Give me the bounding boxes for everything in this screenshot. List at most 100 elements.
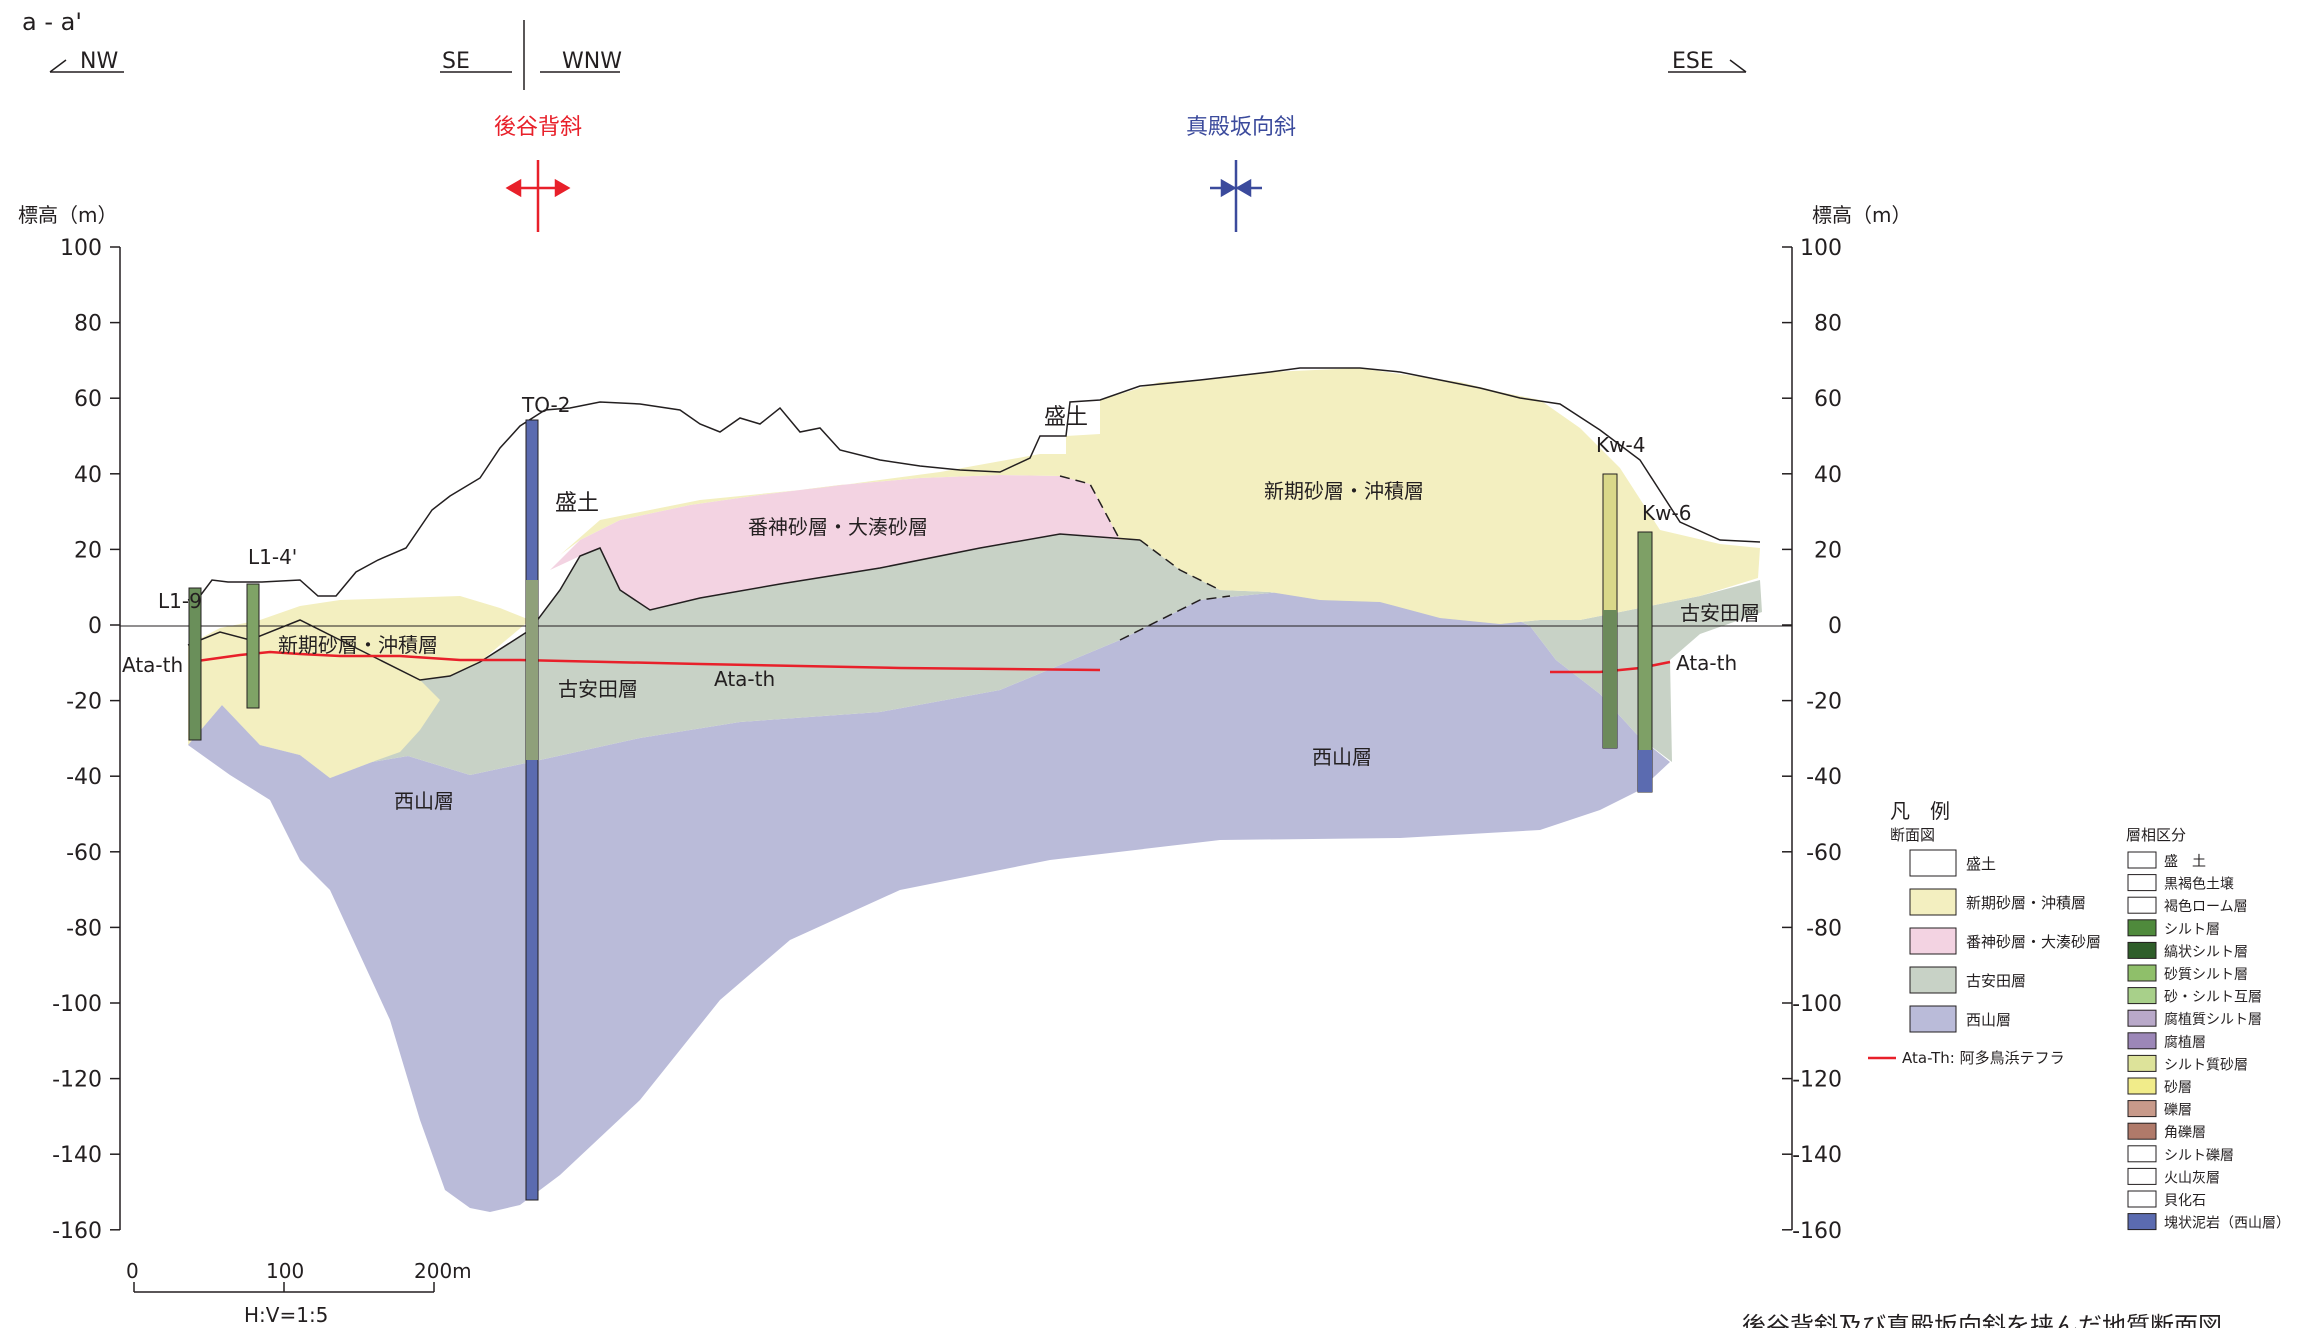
left-tick-label: 20	[74, 538, 102, 563]
facies-swatch	[2127, 1054, 2157, 1072]
facies-label: 塊状泥岩（西山層）	[2164, 1216, 2290, 1232]
facies-swatch	[2127, 919, 2157, 937]
facies-swatch	[2127, 941, 2157, 959]
legend-tephra-label: Ata-Th: 阿多鳥浜テフラ	[1902, 1049, 2065, 1067]
left-tick-label: -40	[66, 765, 102, 790]
facies-label: 砂質シルト層	[2164, 967, 2248, 983]
left-tick-label: -140	[52, 1143, 102, 1168]
anticline-label: 後谷背斜	[494, 115, 582, 140]
left-tick-label: -160	[52, 1219, 102, 1244]
legend-item-label: 盛土	[1966, 855, 1996, 873]
scale-bar	[133, 1282, 435, 1293]
facies-swatch	[2127, 874, 2157, 892]
direction-ese: ESE	[1672, 49, 1714, 74]
facies-label: 黒褐色土壌	[2164, 876, 2234, 893]
label-banjin: 番神砂層・大湊砂層	[748, 515, 928, 539]
right-tick-label: -80	[1806, 916, 1842, 941]
figure-caption: 後谷背斜及び真殿坂向斜を挟んだ地質断面図	[1742, 1312, 2222, 1328]
direction-markers	[49, 20, 1747, 90]
right-tick-label: 80	[1814, 312, 1842, 337]
facies-swatch	[2127, 896, 2157, 914]
label-fill-a: 盛土	[555, 491, 599, 516]
left-tick-label: -120	[52, 1068, 102, 1093]
facies-swatch	[2127, 1122, 2157, 1140]
legend-item-label: 古安田層	[1966, 972, 2026, 990]
legend-swatch	[1909, 966, 1957, 994]
facies-label: 礫層	[2164, 1103, 2192, 1119]
facies-swatch	[2127, 1009, 2157, 1027]
left-tick-label: -80	[66, 916, 102, 941]
right-tick-label: -60	[1806, 841, 1842, 866]
ata-th-tephra-line	[189, 650, 1101, 672]
banjin-sand	[550, 475, 1120, 610]
label-nishiyama-right: 西山層	[1312, 745, 1372, 769]
right-tick-label: -20	[1806, 690, 1842, 715]
facies-swatch	[2127, 1213, 2157, 1231]
legend-item-label: 新期砂層・沖積層	[1966, 894, 2086, 912]
scale-tick-200: 200m	[414, 1259, 472, 1283]
right-tick-label: 100	[1800, 236, 1842, 261]
label-l14: L1-4'	[248, 545, 297, 569]
label-ata-left: Ata-th	[122, 653, 183, 677]
label-kw4: Kw-4	[1596, 433, 1645, 457]
koyasuda-top-dashed	[1139, 539, 1221, 591]
label-nishiyama-left: 西山層	[394, 789, 454, 813]
right-tick-label: 0	[1828, 614, 1842, 639]
facies-swatch	[2127, 1190, 2157, 1208]
geology-layers	[188, 368, 1762, 1212]
left-tick-label: 100	[60, 236, 102, 261]
ata-th-tephra-line-right	[1550, 660, 1671, 674]
direction-wnw: WNW	[562, 49, 622, 74]
left-tick-label: 0	[88, 614, 102, 639]
facies-swatch	[2127, 987, 2157, 1005]
label-shinki-right: 新期砂層・沖積層	[1264, 479, 1424, 503]
legend-swatch	[1909, 888, 1957, 916]
scale-tick-0: 0	[126, 1259, 139, 1283]
right-tick-label: -40	[1806, 765, 1842, 790]
right-tick-label: -100	[1792, 992, 1842, 1017]
left-tick-label: 80	[74, 312, 102, 337]
facies-label: 盛 土	[2164, 854, 2206, 870]
section-label: a - a'	[22, 8, 82, 36]
legend-item-label: 番神砂層・大湊砂層	[1966, 933, 2101, 951]
label-koyasuda-right: 古安田層	[1680, 601, 1760, 625]
right-tick-label: 40	[1814, 463, 1842, 488]
facies-label: 砂層	[2164, 1080, 2192, 1096]
syncline-label: 真殿坂向斜	[1186, 115, 1296, 140]
direction-se: SE	[442, 49, 470, 74]
label-koyasuda-center: 古安田層	[558, 677, 638, 701]
borehole-kw4-lower	[1603, 610, 1617, 748]
facies-label: 火山灰層	[2164, 1170, 2220, 1186]
nishiyama-formation	[188, 590, 1670, 1212]
facies-label: 腐植層	[2164, 1034, 2206, 1051]
facies-label: 腐植質シルト層	[2164, 1011, 2262, 1028]
right-tick-label: 20	[1814, 538, 1842, 563]
label-kw6: Kw-6	[1642, 501, 1691, 525]
left-axis-unit: 標高（m）	[18, 203, 117, 227]
legend-swatch	[1909, 927, 1957, 955]
facies-swatch	[2127, 851, 2157, 869]
legend-swatch	[1909, 1005, 1957, 1033]
label-ata-right: Ata-th	[1676, 651, 1737, 675]
legend-facies-title: 層相区分	[2126, 826, 2186, 844]
syncline-symbol-icon	[1210, 160, 1262, 232]
label-to2: TO-2	[521, 393, 570, 417]
label-ata-center: Ata-th	[714, 667, 775, 691]
borehole-to2-upper	[526, 580, 538, 760]
label-l19: L1-9	[158, 589, 202, 613]
koyasuda-top-line	[187, 533, 1141, 681]
anticline-symbol-icon	[505, 160, 571, 232]
facies-label: 砂・シルト互層	[2164, 990, 2262, 1006]
right-axis-unit: 標高（m）	[1812, 203, 1911, 227]
facies-swatch	[2127, 1100, 2157, 1118]
facies-swatch	[2127, 1167, 2157, 1185]
ground-surface	[187, 367, 1761, 601]
left-tick-label: -60	[66, 841, 102, 866]
legend-title: 凡 例	[1890, 799, 1950, 823]
borehole-to2	[525, 419, 539, 1201]
scale-ratio: H:V=1:5	[244, 1303, 328, 1327]
legend-swatch	[1909, 849, 1957, 877]
borehole-l14	[246, 583, 260, 709]
